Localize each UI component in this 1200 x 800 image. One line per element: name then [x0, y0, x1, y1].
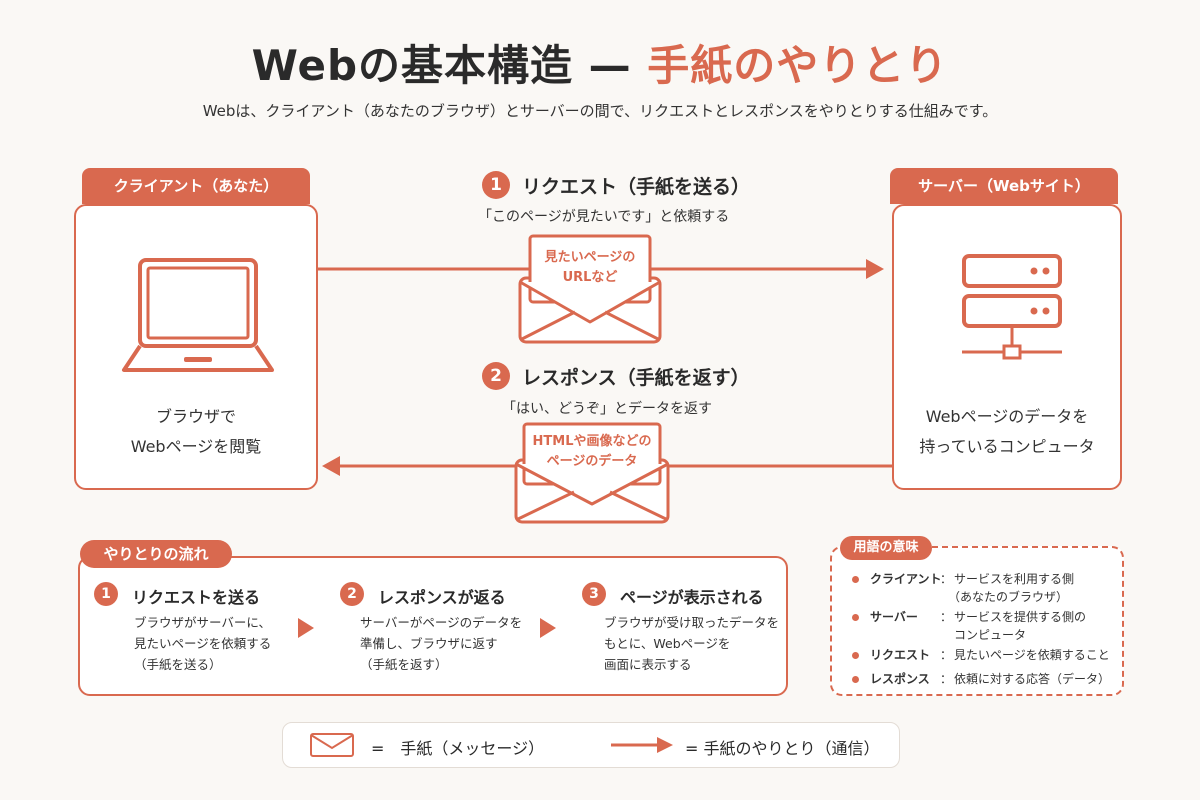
term-client-desc2: （あなたのブラウザ） — [948, 590, 1069, 604]
client-caption-line1: ブラウザで — [155, 407, 236, 426]
request-number-badge: 1 — [482, 171, 510, 199]
page-subtitle: Webは、クライアント（あなたのブラウザ）とサーバーの間で、リクエストとレスポン… — [202, 102, 998, 120]
flow-step-1-line2: 見たいページを依頼する — [134, 636, 272, 651]
term-request-desc1: 見たいページを依頼すること — [954, 648, 1110, 662]
flow-step-2-line3: （手紙を返す） — [360, 657, 448, 672]
flow-step-3-number: 3 — [582, 582, 606, 606]
server-caption-line1: Webページのデータを — [925, 407, 1089, 426]
legend-box: = 手紙（メッセージ） = 手紙のやりとり（通信） — [282, 722, 900, 768]
page-title: Webの基本構造 — 手紙のやりとり — [0, 32, 1200, 93]
request-envelope-text: 見たいページの URLなど — [530, 248, 650, 288]
flow-step-3-line1: ブラウザが受け取ったデータを — [604, 615, 780, 630]
legend-envelope-text: = 手紙（メッセージ） — [371, 739, 545, 758]
flow-arrow-1-icon — [298, 618, 314, 638]
bullet-dot-icon — [852, 576, 859, 583]
term-request-name: リクエスト — [870, 648, 931, 662]
flow-arrow-2-icon — [540, 618, 556, 638]
flow-step-1-title: リクエストを送る — [132, 588, 261, 607]
flow-step-1-line3: （手紙を送る） — [134, 657, 222, 672]
request-quote: 「このページが見たいです」と依頼する — [478, 209, 730, 225]
term-client-sep: ： — [940, 572, 953, 586]
terms-box — [830, 546, 1124, 696]
flow-step-3-line2: もとに、Webページを — [604, 636, 731, 651]
term-server-desc1: サービスを提供する側の — [954, 610, 1087, 624]
laptop-icon — [122, 258, 274, 372]
flow-step-2-number: 2 — [340, 582, 364, 606]
flow-step-1-desc: ブラウザがサーバーに、 見たいページを依頼する （手紙を送る） — [134, 612, 271, 675]
flow-box — [78, 556, 788, 696]
legend-arrow-text: = 手紙のやりとり（通信） — [685, 739, 880, 758]
response-envelope-text: HTMLや画像などの ページのデータ — [524, 432, 660, 472]
response-envelope-icon — [514, 422, 670, 524]
client-caption-line2: Webページを閲覧 — [130, 437, 262, 456]
client-tab: クライアント（あなた） — [82, 168, 310, 204]
flow-step-1-line1: ブラウザがサーバーに、 — [134, 615, 272, 630]
request-envelope-line2: URLなど — [562, 270, 618, 285]
term-server-desc2: コンピュータ — [954, 628, 1027, 642]
flow-step-2-line1: サーバーがページのデータを — [360, 615, 523, 630]
envelope-icon — [310, 733, 354, 757]
flow-step-3-title: ページが表示される — [620, 588, 764, 607]
flow-step-2-desc: サーバーがページのデータを 準備し、ブラウザに返す （手紙を返す） — [360, 612, 522, 675]
server-caption-line2: 持っているコンピュータ — [919, 437, 1095, 456]
flow-label: やりとりの流れ — [80, 540, 232, 568]
response-envelope-line2: ページのデータ — [546, 454, 638, 469]
term-client-desc1: サービスを利用する側 — [954, 572, 1075, 586]
term-client-name: クライアント — [870, 572, 942, 586]
title-main: Webの基本構造 — — [251, 41, 648, 90]
response-quote: 「はい、どうぞ」とデータを返す — [502, 401, 712, 417]
flow-step-2-title: レスポンスが返る — [378, 588, 506, 607]
term-response-sep: ： — [940, 672, 953, 686]
request-title: リクエスト（手紙を送る） — [522, 176, 751, 198]
server-tab: サーバー（Webサイト） — [890, 168, 1118, 204]
term-server-sep: ： — [940, 610, 953, 624]
bullet-dot-icon — [852, 614, 859, 621]
term-request-sep: ： — [940, 648, 953, 662]
flow-step-3-desc: ブラウザが受け取ったデータを もとに、Webページを 画面に表示する — [604, 612, 779, 675]
terms-label: 用語の意味 — [840, 536, 932, 560]
client-box: ブラウザで Webページを閲覧 — [74, 204, 318, 490]
request-envelope-icon — [518, 234, 662, 344]
title-accent: 手紙のやりとり — [647, 41, 949, 90]
term-response-desc1: 依頼に対する応答（データ） — [954, 672, 1111, 686]
arrow-right-icon — [611, 737, 673, 753]
bullet-dot-icon — [852, 652, 859, 659]
response-envelope-line1: HTMLや画像などの — [532, 434, 652, 449]
flow-step-1-number: 1 — [94, 582, 118, 606]
flow-step-2-line2: 準備し、ブラウザに返す — [360, 636, 498, 651]
server-icon — [962, 254, 1062, 360]
term-server-name: サーバー — [870, 610, 918, 624]
response-number-badge: 2 — [482, 362, 510, 390]
term-response-name: レスポンス — [870, 672, 930, 686]
flow-step-3-line3: 画面に表示する — [604, 657, 692, 672]
bullet-dot-icon — [852, 676, 859, 683]
response-title: レスポンス（手紙を返す） — [522, 367, 750, 389]
request-envelope-line1: 見たいページの — [544, 250, 636, 265]
server-box: Webページのデータを 持っているコンピュータ — [892, 204, 1122, 490]
